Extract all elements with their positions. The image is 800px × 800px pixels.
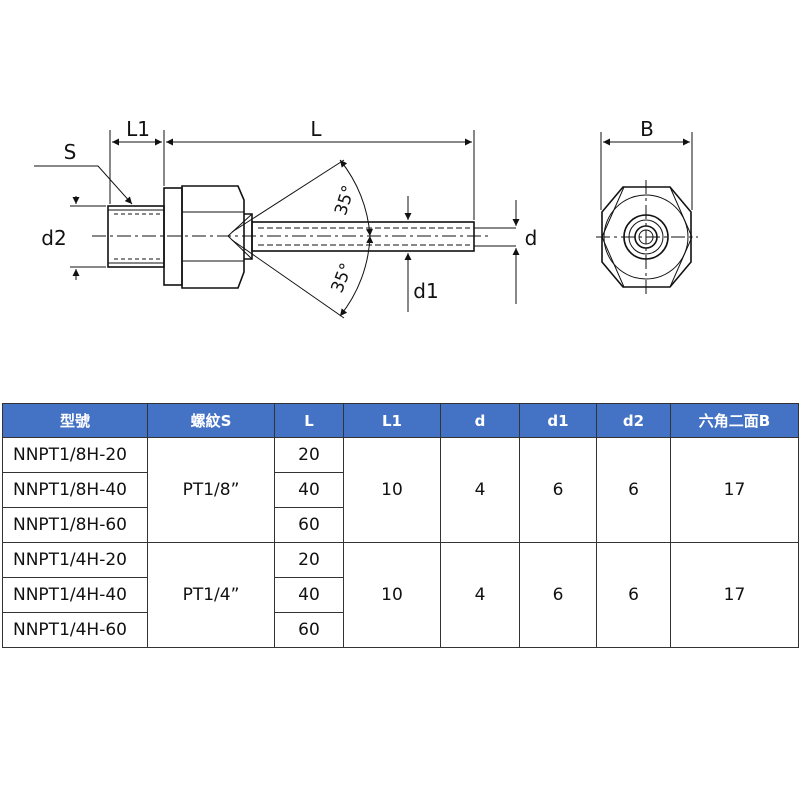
cell-thread: PT1/8”: [147, 437, 275, 543]
cell-L: 60: [274, 507, 344, 543]
cell-L: 40: [274, 577, 344, 613]
cell-L1: 10: [343, 437, 441, 543]
technical-drawing: L1 L S d2 d d1 B 35° 35°: [34, 117, 698, 319]
cell-d: 4: [440, 542, 520, 648]
label-L: L: [310, 117, 322, 141]
cell-thread: PT1/4”: [147, 542, 275, 648]
cell-d2: 6: [596, 437, 671, 543]
table-row: NNPT1/8H-60 60: [2, 507, 799, 543]
header-L: L: [274, 403, 344, 438]
cell-model: NNPT1/4H-60: [2, 612, 148, 648]
cell-model: NNPT1/8H-20: [2, 437, 148, 473]
header-d: d: [440, 403, 520, 438]
cell-d1: 6: [519, 437, 597, 543]
table-row: NNPT1/4H-60 60: [2, 612, 799, 648]
table-row: NNPT1/4H-40 40: [2, 577, 799, 613]
label-d: d: [525, 226, 538, 250]
cell-d: 4: [440, 437, 520, 543]
label-d2: d2: [41, 226, 66, 250]
label-angle-bottom: 35°: [327, 260, 357, 295]
label-angle-top: 35°: [331, 183, 359, 218]
header-d2: d2: [596, 403, 671, 438]
label-S: S: [64, 140, 77, 164]
cell-model: NNPT1/4H-20: [2, 542, 148, 578]
cell-L1: 10: [343, 542, 441, 648]
cell-model: NNPT1/8H-60: [2, 507, 148, 543]
side-view: [34, 130, 520, 319]
label-d1: d1: [413, 279, 438, 303]
cell-L: 40: [274, 472, 344, 508]
header-thread: 螺紋S: [147, 403, 275, 438]
header-model: 型號: [2, 403, 148, 438]
end-view: [596, 132, 698, 294]
header-L1: L1: [343, 403, 441, 438]
cell-L: 20: [274, 542, 344, 578]
cell-L: 20: [274, 437, 344, 473]
cell-d1: 6: [519, 542, 597, 648]
cell-d2: 6: [596, 542, 671, 648]
table-header-row: 型號 螺紋S L L1 d d1 d2 六角二面B: [2, 403, 799, 438]
cell-model: NNPT1/8H-40: [2, 472, 148, 508]
table-row: NNPT1/4H-20 PT1/4” 20 10 4 6 6 17: [2, 542, 799, 648]
hex-body: [181, 185, 245, 289]
cell-L: 60: [274, 612, 344, 648]
header-d1: d1: [519, 403, 597, 438]
cell-model: NNPT1/4H-40: [2, 577, 148, 613]
cell-hex-B: 17: [670, 542, 799, 648]
table-row: NNPT1/8H-20 PT1/8” 20 10 4 6 6 17: [2, 437, 799, 543]
cell-hex-B: 17: [670, 437, 799, 543]
label-L1: L1: [126, 117, 150, 141]
label-B: B: [640, 117, 654, 141]
header-hex-B: 六角二面B: [670, 403, 799, 438]
spec-table: 型號 螺紋S L L1 d d1 d2 六角二面B NNPT1/8H-20 PT…: [2, 403, 799, 648]
table-row: NNPT1/8H-40 40: [2, 472, 799, 508]
